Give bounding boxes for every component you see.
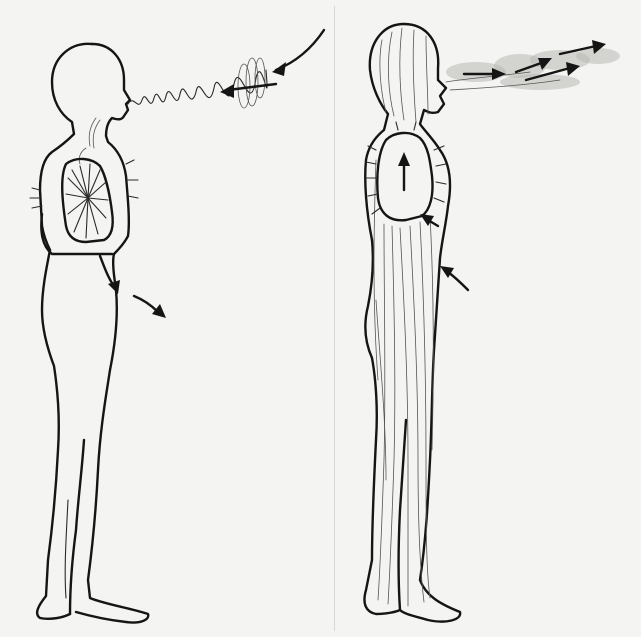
inward-push-arrow-icon: [440, 266, 468, 290]
human-figure-exhaling-icon: [364, 24, 460, 622]
inhale-arrow-icon: [220, 30, 324, 98]
human-figure-inhaling-icon: [30, 44, 148, 623]
inhaled-air-coil-icon: [128, 58, 267, 108]
exhale-arrow-icon: [464, 40, 606, 80]
panel-divider: [334, 6, 335, 631]
inhale-panel: [0, 0, 334, 637]
downward-arrow-icon: [100, 256, 120, 294]
outward-arrow-icon: [134, 296, 166, 318]
exhaled-air-cloud-icon: [446, 48, 620, 90]
